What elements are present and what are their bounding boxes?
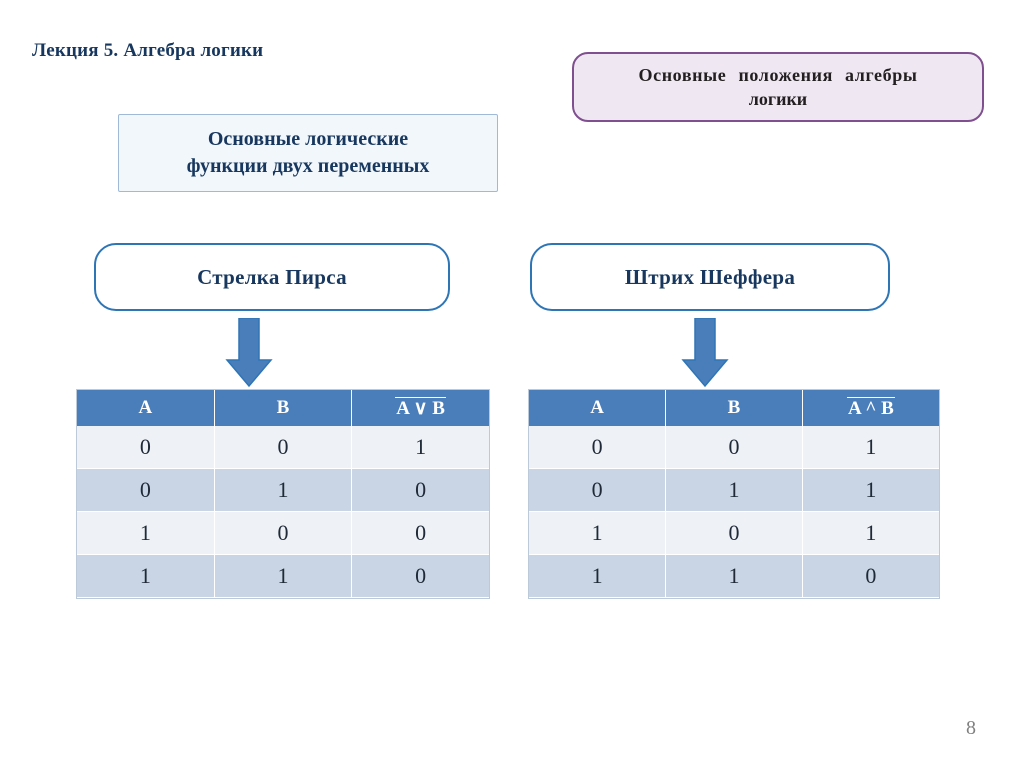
column-header-result-text: A ∨ B bbox=[395, 396, 446, 419]
cell-a: 0 bbox=[529, 468, 667, 512]
table-row: 0 0 1 bbox=[77, 426, 489, 469]
subtopic-callout-box: Основные логические функции двух перемен… bbox=[118, 114, 498, 192]
table-header-row: A B A ^ B bbox=[529, 390, 939, 426]
column-header-result: A ∨ B bbox=[351, 390, 489, 426]
topic-callout-line2: логики bbox=[748, 89, 808, 109]
topic-callout-line1: Основные положения алгебры bbox=[638, 64, 918, 85]
cell-a: 0 bbox=[77, 468, 215, 512]
cell-result: 1 bbox=[802, 468, 939, 512]
operation-label-text: Стрелка Пирса bbox=[197, 264, 347, 289]
cell-result: 1 bbox=[351, 426, 489, 469]
down-arrow-icon bbox=[225, 317, 273, 390]
column-header-b: B bbox=[665, 390, 803, 426]
table-row: 1 0 0 bbox=[77, 511, 489, 555]
cell-b: 1 bbox=[665, 554, 803, 598]
subtopic-callout-line2: функции двух переменных bbox=[186, 155, 430, 177]
column-header-b: B bbox=[214, 390, 353, 426]
operation-label-text: Штрих Шеффера bbox=[624, 264, 796, 289]
table-row: 1 0 1 bbox=[529, 511, 939, 555]
table-header-row: A B A ∨ B bbox=[77, 390, 489, 426]
cell-b: 1 bbox=[214, 554, 353, 598]
cell-result: 0 bbox=[802, 554, 939, 598]
down-arrow-icon bbox=[681, 317, 729, 390]
page-title: Лекция 5. Алгебра логики bbox=[32, 40, 264, 61]
operation-label-peirce-arrow: Стрелка Пирса bbox=[94, 243, 450, 311]
table-row: 1 1 0 bbox=[77, 554, 489, 598]
cell-b: 0 bbox=[214, 511, 353, 555]
cell-result: 0 bbox=[351, 511, 489, 555]
cell-result: 0 bbox=[351, 468, 489, 512]
cell-result: 1 bbox=[802, 426, 939, 469]
table-row: 0 1 0 bbox=[77, 468, 489, 512]
cell-result: 1 bbox=[802, 511, 939, 555]
column-header-a: A bbox=[529, 390, 667, 426]
truth-table-sheffer-stroke: A B A ^ B 0 0 1 0 1 1 1 0 1 1 bbox=[528, 389, 940, 599]
operation-label-sheffer-stroke: Штрих Шеффера bbox=[530, 243, 890, 311]
truth-table-peirce-arrow: A B A ∨ B 0 0 1 0 1 0 1 0 0 1 bbox=[76, 389, 490, 599]
column-header-result-text: A ^ B bbox=[846, 396, 895, 419]
cell-a: 0 bbox=[77, 426, 215, 469]
table-row: 1 1 0 bbox=[529, 554, 939, 598]
cell-b: 0 bbox=[665, 426, 803, 469]
topic-callout-box: Основные положения алгебры логики bbox=[572, 52, 984, 122]
cell-a: 1 bbox=[77, 554, 215, 598]
column-header-result: A ^ B bbox=[802, 390, 939, 426]
cell-result: 0 bbox=[351, 554, 489, 598]
subtopic-callout-line1: Основные логические bbox=[207, 128, 409, 150]
cell-a: 1 bbox=[529, 554, 667, 598]
cell-a: 1 bbox=[529, 511, 667, 555]
cell-b: 0 bbox=[665, 511, 803, 555]
page-number: 8 bbox=[966, 717, 976, 739]
cell-b: 1 bbox=[214, 468, 353, 512]
cell-b: 0 bbox=[214, 426, 353, 469]
table-row: 0 0 1 bbox=[529, 426, 939, 469]
cell-a: 1 bbox=[77, 511, 215, 555]
column-header-a: A bbox=[77, 390, 215, 426]
cell-a: 0 bbox=[529, 426, 667, 469]
table-row: 0 1 1 bbox=[529, 468, 939, 512]
cell-b: 1 bbox=[665, 468, 803, 512]
